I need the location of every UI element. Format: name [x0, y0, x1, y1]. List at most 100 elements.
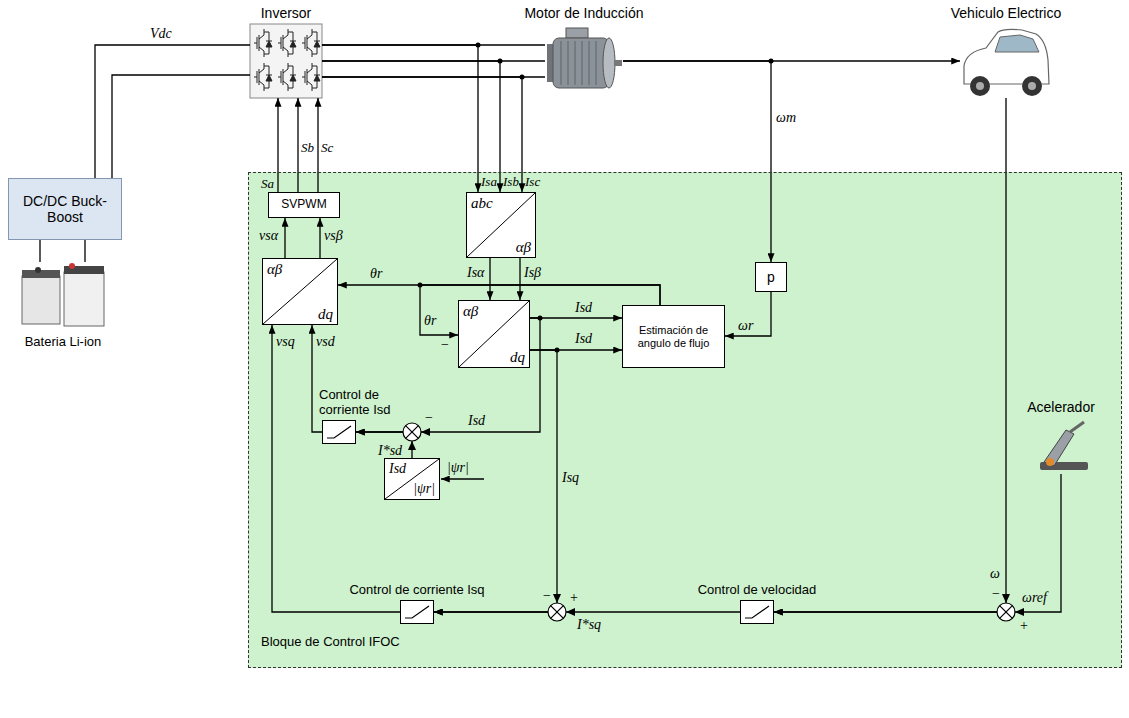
signal-connector [322, 77, 522, 192]
car-hub [976, 82, 984, 90]
branch-dot [498, 59, 503, 64]
branch-dot [538, 316, 543, 321]
igbt-symbol [254, 63, 272, 91]
block-label: DC/DC Buck-Boost [13, 193, 117, 225]
converter-box: DC/DC Buck-Boost [8, 178, 122, 240]
branch-dot [418, 283, 423, 288]
battery-terminal [69, 263, 75, 269]
junction-circle [997, 603, 1015, 621]
connector-line [95, 45, 250, 178]
igbt-symbol [278, 63, 296, 91]
pedal-plate [1044, 430, 1074, 466]
sign-mark: − [992, 586, 1000, 602]
block-label: p [767, 269, 775, 285]
accelerator-image: Acelerador [1030, 418, 1092, 474]
motor-fin [567, 41, 569, 85]
junction-arrowhead [421, 428, 430, 436]
battery-cap [22, 270, 60, 278]
connector-line [322, 45, 478, 192]
junction-cross [551, 606, 564, 619]
signal-label: I*sd [378, 443, 402, 459]
signal-connector [774, 98, 1006, 612]
motor-body [553, 38, 609, 88]
signal-label: Isα [467, 265, 484, 281]
sign-mark: − [425, 410, 433, 426]
sign-mark: − [441, 337, 449, 353]
transform-box: αβdq [458, 300, 530, 368]
connector-line [84, 240, 85, 262]
signal-label: |ψr| [447, 460, 469, 476]
ramp-line [745, 606, 769, 618]
inverter-housing [250, 24, 322, 98]
controller-title: Control de velocidad [698, 582, 817, 597]
pi-ramp-symbol [323, 421, 355, 443]
connector-line [277, 98, 278, 192]
junction-arrowhead [1002, 594, 1010, 603]
pedal-arm [1070, 422, 1084, 432]
signal-connector [95, 45, 250, 178]
part-title: Inversor [261, 5, 312, 21]
battery-cell [22, 276, 60, 324]
flux-input-wire [441, 478, 484, 479]
ramp-line [327, 426, 351, 438]
junction-cross [1000, 606, 1013, 619]
signal-label: θr [370, 266, 382, 282]
car-hub [1028, 82, 1036, 90]
signal-connector [40, 240, 85, 262]
controller-title: Control de corriente Isd [319, 387, 405, 417]
junction-circle [548, 603, 566, 621]
signal-label: I*sq [577, 617, 601, 633]
pi-ramp-symbol [401, 601, 433, 623]
region-title: Bloque de Control IFOC [261, 634, 400, 649]
connector-line [39, 240, 40, 262]
igbt-symbol [302, 63, 320, 91]
motor-fin [574, 41, 576, 85]
signal-label: Isβ [524, 265, 541, 281]
controller-title: Control de corriente Isq [349, 582, 484, 597]
signal-connector [272, 325, 400, 612]
signal-connector [322, 45, 478, 192]
signal-connector [774, 474, 1061, 612]
signal-connector [434, 350, 557, 612]
flux-current-box: Isd|ψr| [384, 458, 440, 500]
sign-mark: + [570, 590, 578, 606]
sign-mark: − [543, 588, 551, 604]
block-label: SVPWM [281, 198, 326, 212]
sign-mark: + [1020, 618, 1028, 634]
signal-connector [725, 292, 771, 336]
transform-label: dq [318, 306, 333, 322]
signal-connector [623, 61, 771, 262]
signal-label: θr [424, 313, 436, 329]
junction-arrowheads [408, 428, 1024, 616]
branch-dot [520, 75, 525, 80]
svpwm-box: SVPWM [268, 192, 340, 218]
signal-label: Vdc [150, 26, 172, 42]
junction-cross [406, 426, 419, 439]
signal-label: ω [990, 566, 1000, 582]
pole-pair-box: p [755, 262, 787, 292]
motor-fins [561, 41, 596, 85]
branch-dot [555, 348, 560, 353]
part-title: Acelerador [1027, 399, 1095, 415]
branch-dot [476, 43, 481, 48]
pi-controller: Control de corriente Isq [400, 600, 434, 624]
transform-label: αβ [267, 261, 282, 277]
motor-shaft [614, 60, 622, 66]
signal-connector [320, 218, 321, 258]
connector-line [623, 61, 771, 262]
diagonal-line [459, 301, 529, 367]
signal-label: Isa [481, 174, 497, 190]
transform-box: αβ dq [262, 258, 338, 325]
junction-arrowhead [566, 608, 575, 616]
connector-line [489, 258, 490, 300]
transform-box: abcαβ [466, 192, 536, 258]
signal-label: ωr [738, 318, 753, 334]
car-window [995, 35, 1039, 52]
control-region-fill [248, 172, 1122, 668]
signal-label: ωm [776, 110, 796, 126]
part-title: Bateria Li-ion [25, 334, 102, 350]
motor-fin [588, 41, 590, 85]
signal-label: vsd [316, 334, 335, 350]
